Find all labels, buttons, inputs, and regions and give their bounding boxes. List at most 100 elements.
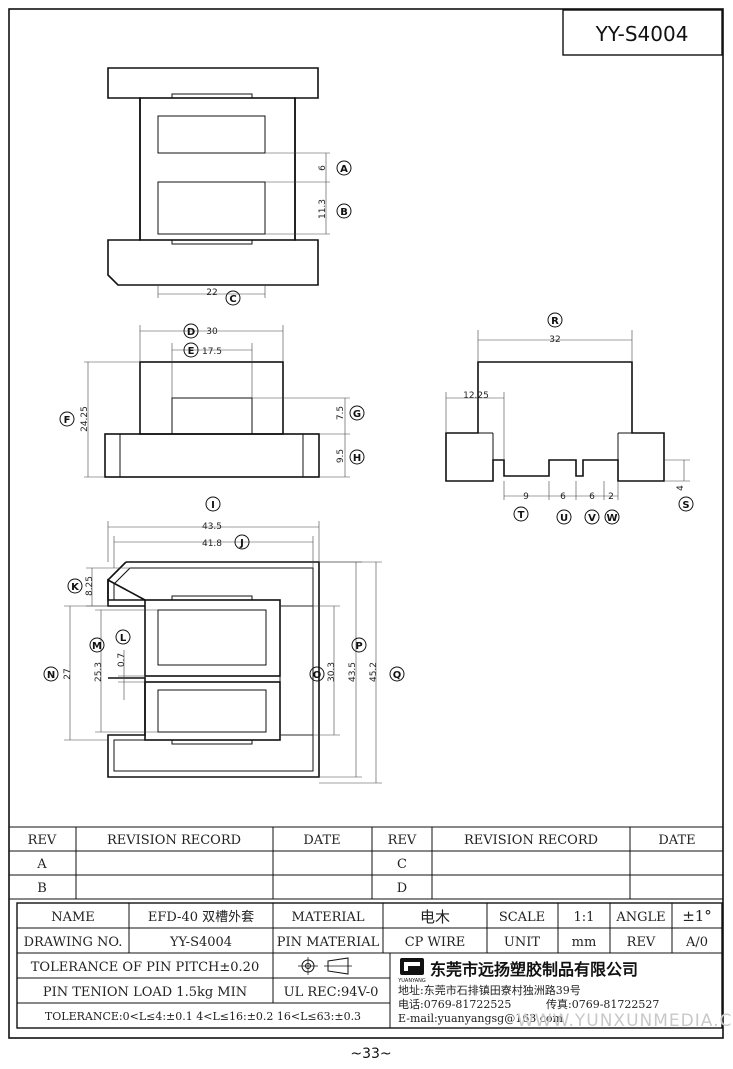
pin-material-value: CP WIRE (405, 935, 466, 950)
dim-s-value: 4 (676, 485, 686, 491)
projection-symbol (298, 957, 352, 975)
dim-v-value: 6 (589, 492, 595, 502)
title-code-box: YY-S4004 (562, 9, 723, 56)
dim-a-value: 6 (318, 165, 328, 171)
dim-h-letter: H (353, 453, 361, 464)
dim-w-value: 2 (608, 492, 614, 502)
dim-s-letter: S (682, 500, 689, 511)
dim-j-marker: J (234, 534, 250, 550)
dim-t-value: 9 (523, 492, 529, 502)
company-name: 东莞市远扬塑胶制品有限公司 (430, 960, 638, 979)
dim-f-value: 24.25 (80, 406, 90, 432)
company-logo: YUANYANG (397, 958, 426, 984)
dim-s-marker: S (678, 496, 694, 512)
dim-b-value: 11.3 (318, 199, 328, 219)
dim-v-letter: V (588, 513, 596, 524)
dim-m-letter: M (92, 641, 102, 652)
dim-r-letter: R (551, 316, 559, 327)
dim-v-marker: V (584, 509, 600, 525)
angle-label: ANGLE (615, 910, 665, 925)
dim-p-marker: P (351, 637, 367, 653)
revision-record-header-right: REVISION RECORD (464, 833, 598, 848)
dim-c-marker: C (225, 290, 241, 306)
tolerance-pitch: TOLERANCE OF PIN PITCH±0.20 (31, 960, 259, 975)
dim-i-value: 43.5 (202, 522, 222, 532)
dim-h-value: 9.5 (336, 449, 346, 463)
rev-header-right: REV (388, 833, 417, 848)
dim-u-marker: U (556, 509, 572, 525)
dim-k-letter: K (71, 582, 80, 593)
pin-tension: PIN TENION LOAD 1.5kg MIN (43, 985, 247, 1000)
company-fax: 传真:0769-81722527 (546, 997, 659, 1011)
dim-t-marker: T (513, 506, 529, 522)
company-email: E-mail:yuanyangsg@163.com (398, 1012, 563, 1025)
revision-record-header-left: REVISION RECORD (107, 833, 241, 848)
scale-value: 1:1 (574, 910, 595, 925)
dim-f-marker: F (59, 411, 75, 427)
dim-e-value: 17.5 (202, 347, 222, 357)
dim-c-value: 22 (206, 288, 217, 298)
rev-row-d: D (397, 881, 407, 896)
dim-r-value: 32 (549, 335, 560, 345)
bottom-view: 43.5 I 41.8 J 8.25 K 0.7 L 25.3 (43, 496, 405, 784)
rev-row-c: C (397, 857, 407, 872)
dim-r2-value: 12.25 (463, 391, 489, 401)
scale-label: SCALE (499, 910, 545, 925)
dim-k-marker: K (67, 578, 83, 594)
dim-e-letter: E (188, 346, 195, 357)
dim-c-letter: C (229, 294, 236, 305)
dim-b-letter: B (340, 207, 348, 218)
name-label: NAME (51, 910, 95, 925)
dim-p-value: 43.5 (348, 662, 358, 682)
dim-o-letter: O (313, 670, 322, 681)
front-view: 30 D 17.5 E 24.25 F 7.5 9.5 G (59, 323, 365, 478)
company-logo-text: YUANYANG (397, 978, 426, 984)
drawing-no-label: DRAWING NO. (24, 935, 123, 950)
dim-i-letter: I (211, 500, 215, 511)
dim-d-value: 30 (206, 327, 218, 337)
material-label: MATERIAL (291, 910, 364, 925)
rev-header-left: REV (28, 833, 57, 848)
dim-n-marker: N (43, 666, 59, 682)
dim-g-letter: G (353, 409, 361, 420)
dim-l-letter: L (120, 633, 127, 644)
dim-d-marker: D (183, 323, 199, 339)
dim-p-letter: P (355, 641, 362, 652)
dim-a-letter: A (340, 164, 348, 175)
dim-l-value: 0.7 (117, 653, 127, 667)
drawing-no-value: YY-S4004 (169, 935, 232, 950)
dim-m-value: 25.3 (94, 662, 104, 682)
sheet-border (8, 8, 724, 1039)
dim-q-marker: Q (389, 666, 405, 682)
rev-row-b: B (37, 881, 47, 896)
dim-o-marker: O (309, 666, 325, 682)
page-number: ~33~ (350, 1046, 391, 1062)
title-block: NAME EFD-40 双槽外套 MATERIAL 电木 SCALE 1:1 A… (16, 902, 733, 1031)
pin-material-label: PIN MATERIAL (277, 935, 380, 950)
dim-j-value: 41.8 (202, 539, 222, 549)
dim-i-marker: I (205, 496, 221, 512)
watermark: WWW.YUNXUNMEDIA.COM (517, 1011, 733, 1031)
dim-t-letter: T (518, 510, 525, 521)
revision-table: REV REVISION RECORD DATE REV REVISION RE… (9, 826, 723, 900)
dim-o-value: 30.3 (327, 662, 337, 682)
dim-u-letter: U (560, 513, 568, 524)
dim-m-marker: M (89, 637, 105, 653)
dim-n-letter: N (47, 670, 55, 681)
rev-value: A/0 (685, 935, 708, 950)
name-value: EFD-40 双槽外套 (148, 909, 254, 925)
dim-h-marker: H (349, 449, 365, 465)
company-phone: 电话:0769-81722525 (398, 998, 511, 1011)
dim-b-marker: B (336, 203, 352, 219)
unit-value: mm (572, 935, 597, 950)
dim-d-letter: D (187, 327, 195, 338)
date-header-right: DATE (658, 833, 695, 848)
dim-f-letter: F (64, 415, 71, 426)
tolerance-general: TOLERANCE:0<L≤4:±0.1 4<L≤16:±0.2 16<L≤63… (45, 1010, 361, 1023)
dim-g-marker: G (349, 405, 365, 421)
dim-e-marker: E (183, 342, 199, 358)
ul-rec: UL REC:94V-0 (284, 985, 379, 1000)
angle-value: ±1° (682, 907, 712, 925)
date-header-left: DATE (303, 833, 340, 848)
